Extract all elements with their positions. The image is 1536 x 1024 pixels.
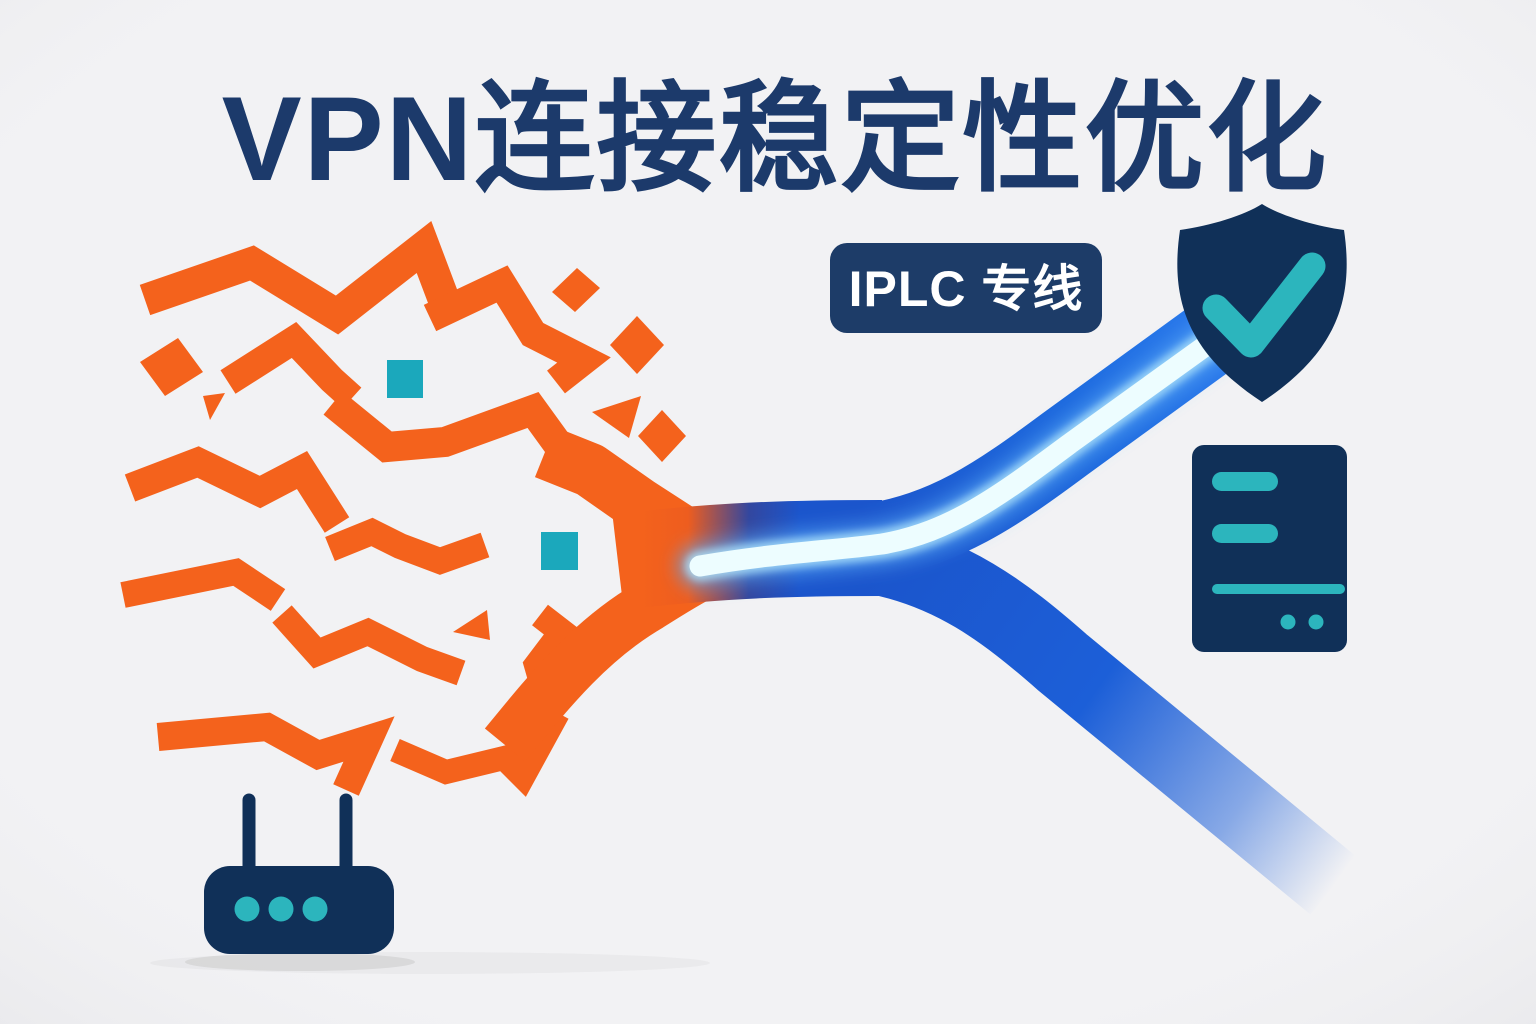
zigzag-fragment (156, 712, 395, 796)
server-bar (1212, 584, 1345, 594)
router-body (204, 866, 394, 954)
zigzag-fragment (423, 265, 611, 394)
server-led (1308, 614, 1324, 630)
debris-shape (610, 316, 664, 374)
zigzag-fragment (323, 391, 575, 463)
debris-shape (638, 410, 686, 462)
debris-shape (203, 393, 225, 420)
router-shadow-wide (150, 952, 710, 974)
debris-shape (140, 338, 203, 396)
zigzag-fragment (220, 321, 362, 409)
unstable-signal-zigzags (120, 220, 611, 797)
debris-shape (592, 396, 641, 438)
zigzag-fragment (390, 707, 569, 797)
iplc-badge-label: IPLC 专线 (849, 261, 1084, 317)
page-title: VPN连接稳定性优化 (222, 72, 1329, 206)
zigzag-fragment (272, 605, 466, 686)
zigzag-fragment (124, 446, 350, 533)
server-body (1192, 445, 1347, 652)
zigzag-fragment (120, 558, 286, 611)
debris-shape (453, 610, 490, 640)
stable-line-glow (676, 284, 1282, 590)
iplc-badge-background (830, 243, 1102, 333)
shield-check-icon (1177, 204, 1347, 402)
router-led (234, 896, 260, 922)
packet-square (387, 360, 423, 398)
server-bar (1212, 472, 1278, 491)
server-icon (1192, 445, 1347, 652)
server-bar (1212, 524, 1278, 543)
router-leds (234, 896, 328, 922)
router-icon (150, 793, 710, 974)
server-led (1280, 614, 1296, 630)
signal-debris (140, 268, 686, 640)
server-lights (1212, 472, 1345, 630)
checkmark (1202, 252, 1326, 358)
router-antennas (242, 793, 353, 882)
router-led (268, 896, 294, 922)
packet-square (541, 532, 578, 570)
iplc-badge: IPLC 专线 (830, 243, 1102, 333)
router-led (302, 896, 328, 922)
debris-shape (552, 268, 600, 312)
glow-core-stripe (689, 297, 1269, 577)
zigzag-fragment (139, 220, 462, 335)
shield-body (1177, 204, 1347, 402)
router-shadow (185, 953, 415, 971)
zigzag-fragment (325, 517, 490, 575)
